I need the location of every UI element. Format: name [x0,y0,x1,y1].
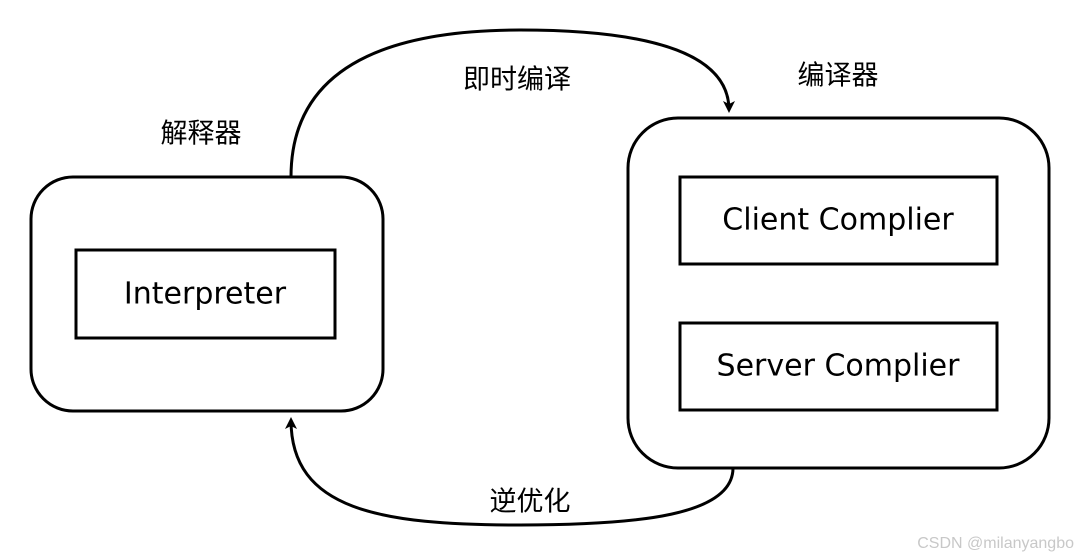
client-compiler-label: Client Complier [722,202,954,238]
interpreter-label: Interpreter [123,276,287,312]
deopt-arrow [285,417,735,527]
interpreter-group-label: 解释器 [160,118,242,150]
deopt-label: 逆优化 [489,486,571,518]
watermark: CSDN @milanyangbo [917,535,1074,552]
compiler-group-label: 编译器 [797,60,879,92]
client-compiler-box [678,175,999,266]
server-compiler-label: Server Complier [716,348,960,384]
jit-arrow [289,28,735,178]
jit-label: 即时编译 [463,64,571,96]
compiler-container [626,116,1051,470]
server-compiler-box [678,321,999,412]
interpreter-box [74,248,337,340]
